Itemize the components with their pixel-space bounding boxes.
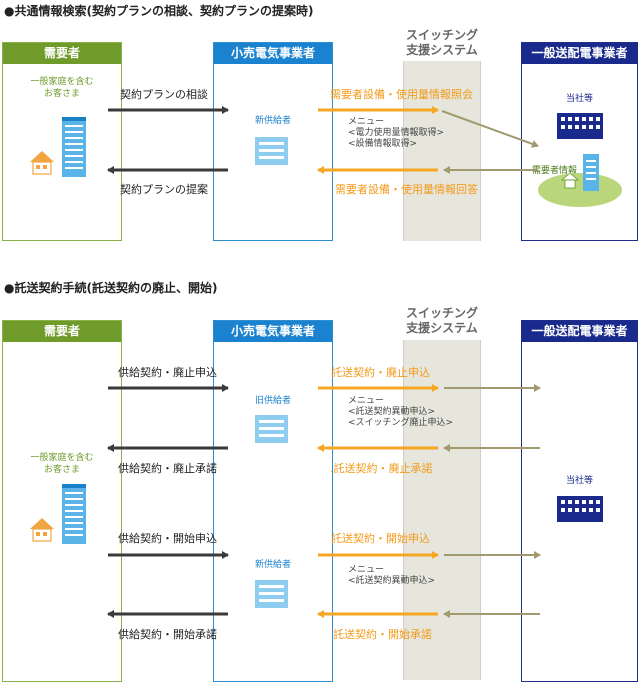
td-office-icon-2 [557,496,603,522]
takuso-start-ack: 託送契約・開始承諾 [333,628,432,641]
switch-band-1 [403,61,481,241]
msg-reply: 需要者設備・使用量情報回答 [335,183,478,196]
msg-propose: 契約プランの提案 [120,183,208,196]
takuso-cancel-req: 託送契約・廃止申込 [331,366,430,379]
switch-label-2-line1: スイッチング [405,306,478,320]
msg-start-ack: 供給契約・開始承諾 [118,628,217,641]
menu-start: メニュー <託送契約異動申込> [348,565,436,586]
house-icon [30,151,54,175]
consumer-label-1: 一般家庭を含む お客さま [2,76,122,100]
consumer-label-2-line1: 一般家庭を含む [30,453,94,463]
new-supplier-label: 新供給者 [254,560,291,570]
td-info-label: 需要者情報 [532,166,578,176]
consumer-label-2-line2: お客さま [43,465,80,475]
arrow-switch-to-td [441,110,539,148]
house-icon-2 [30,518,54,542]
msg-start-req: 供給契約・開始申込 [118,532,217,545]
customer-info-icon [538,154,622,207]
retailer-label-1: 新供給者 [254,116,291,126]
msg-cancel-req: 供給契約・廃止申込 [118,366,217,379]
switch-label-2-line2: 支援システム [406,321,478,335]
msg-inquiry: 需要者設備・使用量情報照会 [330,88,473,101]
old-supplier-building-icon [255,415,288,443]
td-label-2: 当社等 [565,476,593,486]
retailer-column-2: 小売電気事業者 [213,320,333,682]
menu-1: メニュー <電力使用量情報取得> <設備情報取得> [348,117,445,149]
consumer-label-2: 一般家庭を含む お客さま [2,452,122,476]
menu-cancel: メニュー <託送契約異動申込> <スイッチング廃止申込> [348,396,454,428]
section1-title: ●共通情報検索(契約プランの相談、契約プランの提案時) [4,4,314,18]
td-column-1-header: 一般送配電事業者 [522,43,637,64]
td-column-2-header: 一般送配電事業者 [522,321,637,342]
takuso-start-req: 託送契約・開始申込 [331,532,430,545]
building-icon-2 [62,484,86,544]
msg-cancel-ack: 供給契約・廃止承諾 [118,462,217,475]
td-office-icon [557,113,603,139]
retailer-column-1-header: 小売電気事業者 [214,43,332,64]
switch-label-1-line2: 支援システム [406,43,478,57]
old-supplier-label: 旧供給者 [254,396,291,406]
consumer-label-1-line1: 一般家庭を含む [30,77,94,87]
consumer-column-2-header: 需要者 [3,321,121,342]
td-label-1: 当社等 [565,94,593,104]
retailer-column-2-header: 小売電気事業者 [214,321,332,342]
takuso-cancel-ack: .託送契約・廃止承諾 [330,462,433,475]
switch-label-2: スイッチング 支援システム [392,306,492,336]
new-supplier-building-icon [255,580,288,608]
consumer-label-1-line2: お客さま [43,89,80,99]
switch-band-2 [403,340,481,680]
section2-title: ●託送契約手続(託送契約の廃止、開始) [4,281,218,295]
td-column-1: 一般送配電事業者 [521,42,638,241]
retailer-building-icon [255,137,288,165]
switch-label-1: スイッチング 支援システム [392,28,492,58]
switch-label-1-line1: スイッチング [405,28,478,42]
msg-consult: 契約プランの相談 [120,88,208,101]
consumer-column-1-header: 需要者 [3,43,121,64]
building-icon [62,117,86,177]
